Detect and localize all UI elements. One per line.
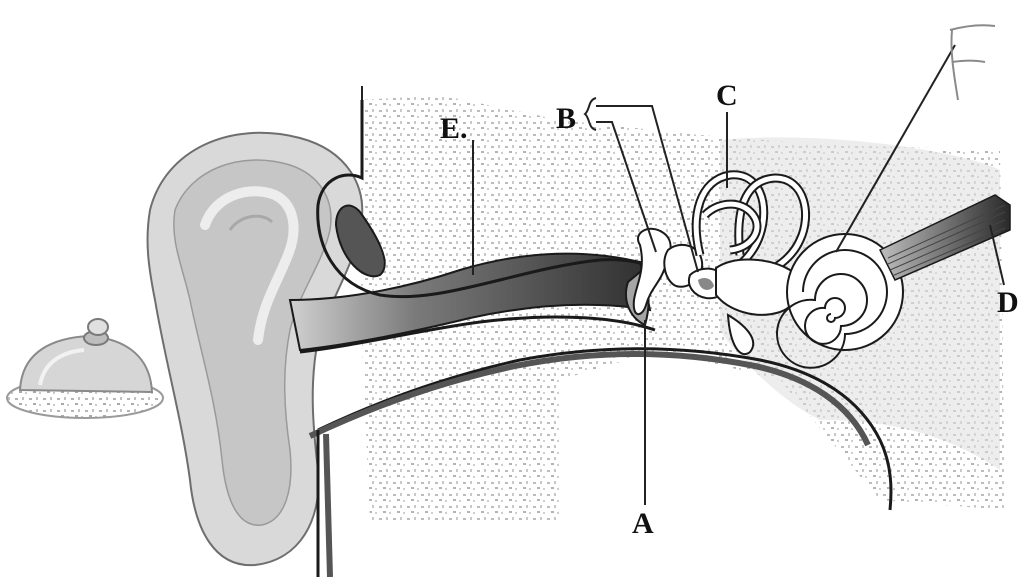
- label-a: A: [632, 507, 654, 540]
- bell-icon: [7, 319, 163, 418]
- label-c: C: [716, 79, 738, 112]
- label-e: E.: [440, 112, 468, 145]
- label-d: D: [997, 286, 1019, 319]
- label-b: B: [556, 102, 576, 135]
- label-f: F: [0, 0, 995, 100]
